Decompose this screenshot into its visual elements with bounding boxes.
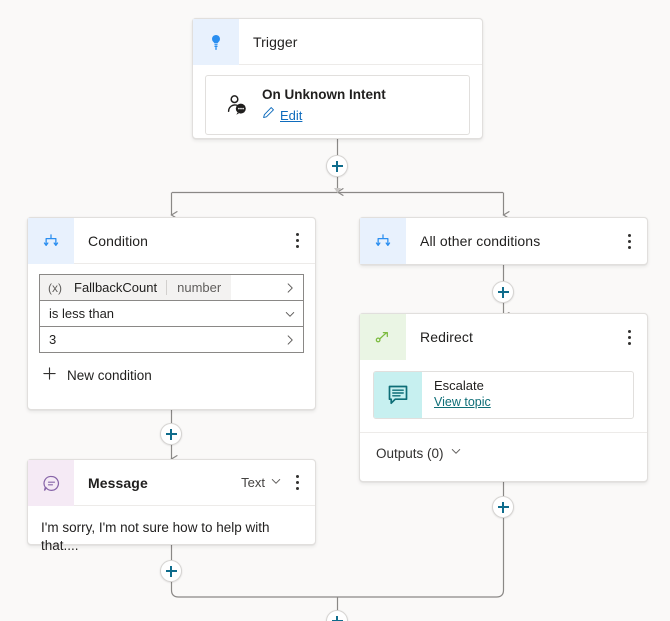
message-header-actions: Text: [241, 471, 315, 495]
trigger-event-title: On Unknown Intent: [262, 87, 386, 102]
message-type-selector[interactable]: Text: [241, 475, 282, 490]
trigger-event-info: On Unknown Intent Edit: [256, 86, 386, 124]
kebab-menu-icon[interactable]: [620, 325, 638, 349]
new-condition-button[interactable]: New condition: [39, 366, 304, 384]
redirect-arrow-icon: [360, 314, 406, 360]
message-bubble-icon: [28, 460, 74, 506]
redirect-node[interactable]: Redirect Escalate View topic Outp: [359, 313, 648, 482]
chevron-right-icon: [277, 334, 303, 346]
message-body-text[interactable]: I'm sorry, I'm not sure how to help with…: [41, 520, 270, 553]
condition-header-actions: [288, 229, 315, 253]
chevron-down-icon: [450, 444, 462, 462]
variable-type: number: [166, 280, 231, 295]
redirect-header-actions: [620, 325, 647, 349]
trigger-node-body: On Unknown Intent Edit: [193, 65, 482, 147]
all-other-conditions-actions: [620, 229, 647, 253]
condition-node-title: Condition: [88, 232, 149, 249]
branch-condition-icon: [28, 218, 74, 264]
plus-icon: [42, 366, 57, 384]
message-node-header: Message Text: [28, 460, 315, 506]
add-node-after-message[interactable]: [160, 560, 182, 582]
redirect-node-header: Redirect: [360, 314, 647, 360]
message-type-value: Text: [241, 475, 265, 490]
all-other-conditions-node[interactable]: All other conditions: [359, 217, 648, 265]
all-other-conditions-title: All other conditions: [420, 233, 541, 249]
add-node-after-all-other-conditions[interactable]: [492, 281, 514, 303]
condition-node[interactable]: Condition (x) FallbackCount number is le…: [27, 217, 316, 410]
kebab-menu-icon[interactable]: [620, 229, 638, 253]
redirect-topic-meta: Escalate View topic: [422, 372, 491, 418]
trigger-node-header: Trigger: [193, 19, 482, 65]
trigger-edit-link[interactable]: Edit: [280, 107, 303, 123]
chevron-down-icon: [277, 308, 303, 320]
redirect-topic-card[interactable]: Escalate View topic: [373, 371, 634, 419]
add-node-after-redirect[interactable]: [492, 496, 514, 518]
redirect-topic-name: Escalate: [434, 378, 484, 393]
kebab-menu-icon[interactable]: [288, 229, 306, 253]
trigger-lightbulb-icon: [193, 19, 239, 65]
new-condition-label: New condition: [67, 367, 152, 383]
add-node-after-merge[interactable]: [326, 610, 348, 621]
branch-condition-icon: [360, 218, 406, 264]
variable-prefix: (x): [48, 280, 62, 295]
add-node-after-condition[interactable]: [160, 423, 182, 445]
redirect-node-body: Escalate View topic: [360, 360, 647, 432]
redirect-node-title: Redirect: [420, 329, 473, 345]
condition-value: 3: [49, 332, 57, 347]
view-topic-link[interactable]: View topic: [434, 395, 491, 409]
kebab-menu-icon[interactable]: [288, 471, 306, 495]
pencil-icon: [262, 106, 275, 124]
add-node-after-trigger[interactable]: [326, 155, 348, 177]
variable-chip: (x) FallbackCount number: [40, 275, 232, 300]
condition-operator-field[interactable]: is less than: [39, 300, 304, 327]
topic-bubble-icon: [374, 372, 422, 418]
person-chat-icon: [218, 92, 256, 118]
condition-variable-field[interactable]: (x) FallbackCount number: [39, 274, 304, 301]
all-other-conditions-header: All other conditions: [360, 218, 647, 264]
variable-name: FallbackCount: [74, 280, 158, 295]
message-node[interactable]: Message Text I'm sorry, I'm not sure how…: [27, 459, 316, 553]
condition-operator-value: is less than: [49, 306, 115, 321]
trigger-node[interactable]: Trigger On Unknown Intent: [192, 18, 483, 139]
trigger-edit-row[interactable]: Edit: [262, 106, 386, 124]
trigger-node-title: Trigger: [253, 33, 298, 50]
condition-node-body: (x) FallbackCount number is less than 3: [28, 264, 315, 396]
condition-node-header: Condition: [28, 218, 315, 264]
chevron-right-icon: [277, 282, 303, 294]
chevron-down-icon: [270, 475, 282, 490]
condition-value-field[interactable]: 3: [39, 326, 304, 353]
redirect-outputs-label: Outputs (0): [376, 445, 444, 461]
message-node-title: Message: [88, 474, 148, 491]
redirect-outputs-row[interactable]: Outputs (0): [360, 432, 647, 473]
trigger-event-card[interactable]: On Unknown Intent Edit: [205, 75, 470, 135]
